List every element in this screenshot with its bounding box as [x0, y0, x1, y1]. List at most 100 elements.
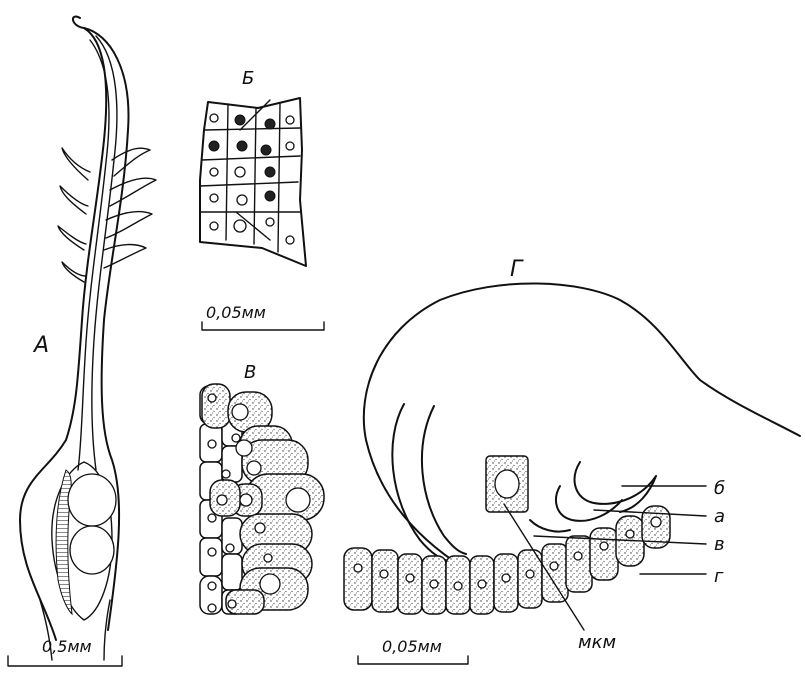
- cell-wall: [204, 128, 300, 130]
- epidermal-cell: [494, 554, 518, 612]
- nucleus: [600, 542, 608, 550]
- nucleus: [526, 570, 534, 578]
- embryo-sac-cell-upper: [68, 474, 116, 526]
- inner-arc-inner: [422, 406, 466, 554]
- nucleus: [264, 554, 272, 562]
- epidermal-cell: [398, 554, 422, 614]
- nucleus: [574, 552, 582, 560]
- nucleus: [210, 194, 218, 202]
- cell: [200, 538, 222, 576]
- cell-wall: [202, 156, 300, 160]
- nucleus: [208, 582, 216, 590]
- nucleus: [208, 440, 216, 448]
- ovule-outgrowth: [58, 226, 86, 250]
- scale-bar-b: [202, 322, 324, 330]
- nucleus: [235, 167, 245, 177]
- nucleus: [209, 141, 219, 151]
- panel-g-label: Г: [510, 257, 524, 282]
- nucleus: [550, 562, 558, 570]
- nucleus: [210, 114, 218, 122]
- nucleus: [478, 580, 486, 588]
- cell: [222, 554, 242, 590]
- nucleus: [228, 600, 236, 608]
- nucleus: [260, 574, 280, 594]
- scale-label-b: 0,05мм: [206, 303, 266, 322]
- nucleus: [208, 604, 216, 612]
- epidermal-cell: [590, 528, 618, 580]
- panel-v-drawing: [200, 384, 324, 614]
- panel-b-label: Б: [242, 68, 254, 89]
- annotation-g: г: [714, 566, 724, 587]
- ovule-canal-left: [78, 40, 109, 470]
- nucleus: [261, 145, 271, 155]
- nucleus: [208, 514, 216, 522]
- nucleus: [266, 218, 274, 226]
- panel-b-drawing: [200, 98, 306, 266]
- nucleus: [454, 582, 462, 590]
- ovule-outgrowth: [106, 212, 152, 238]
- nucleus: [232, 434, 240, 442]
- annotation-a: а: [714, 506, 725, 527]
- nucleus: [430, 580, 438, 588]
- nucleus: [232, 404, 248, 420]
- nucleus: [222, 470, 230, 478]
- embryo-sac-cell-lower: [70, 526, 114, 574]
- annotation-v: в: [714, 534, 725, 555]
- epidermal-cell: [566, 536, 592, 592]
- scale-label-a: 0,5мм: [42, 637, 92, 656]
- nucleus: [286, 116, 294, 124]
- scale-bar-a: [8, 656, 122, 666]
- epidermal-cell: [542, 544, 568, 602]
- cell-wall: [200, 182, 298, 186]
- nucleus: [406, 574, 414, 582]
- cell-wall: [278, 104, 280, 252]
- nucleus: [502, 574, 510, 582]
- nucleus: [234, 220, 246, 232]
- nucleus: [255, 523, 265, 533]
- primordium-inner: [530, 520, 570, 532]
- nucleus: [208, 548, 216, 556]
- ovule-outgrowth: [62, 148, 90, 180]
- ovule-outgrowth: [110, 178, 156, 206]
- nucleus: [235, 115, 245, 125]
- nucleus: [237, 141, 247, 151]
- nucleus: [265, 167, 275, 177]
- nucleus: [240, 494, 252, 506]
- nucleus: [247, 461, 261, 475]
- nucleus: [226, 544, 234, 552]
- scale-label-g: 0,05мм: [382, 637, 442, 656]
- annotation-mkm: мкм: [578, 632, 616, 653]
- nucleus: [237, 195, 247, 205]
- epidermal-cell: [372, 550, 398, 612]
- epidermal-cell: [344, 548, 372, 610]
- ovule-outgrowth: [112, 148, 150, 176]
- primordium-b: [575, 462, 656, 512]
- ovule-outgrowth: [104, 245, 146, 269]
- nucleus: [265, 119, 275, 129]
- nucleus: [286, 236, 294, 244]
- ovule-outgrowth: [60, 186, 88, 214]
- panel-v-label: В: [244, 362, 256, 383]
- nucleus: [210, 222, 218, 230]
- stippled-cell: [202, 384, 230, 428]
- body-outline: [364, 283, 800, 568]
- nucleus: [236, 440, 252, 456]
- nucleus: [626, 530, 634, 538]
- ovule-outgrowth: [62, 262, 86, 282]
- nucleus: [217, 495, 227, 505]
- epidermis-row: [344, 506, 670, 614]
- nucleus: [286, 488, 310, 512]
- annotation-b: б: [714, 478, 725, 499]
- cell-wall: [226, 104, 228, 240]
- nucleus: [208, 394, 216, 402]
- scale-bar-g: [358, 656, 468, 664]
- nucleus: [380, 570, 388, 578]
- nucleus: [651, 517, 661, 527]
- panel-g-drawing: [344, 283, 800, 630]
- isolated-cell-nucleus: [495, 470, 519, 498]
- nucleus: [265, 191, 275, 201]
- nucleus: [354, 564, 362, 572]
- inner-arc-outer: [392, 404, 452, 562]
- nucleus: [286, 142, 294, 150]
